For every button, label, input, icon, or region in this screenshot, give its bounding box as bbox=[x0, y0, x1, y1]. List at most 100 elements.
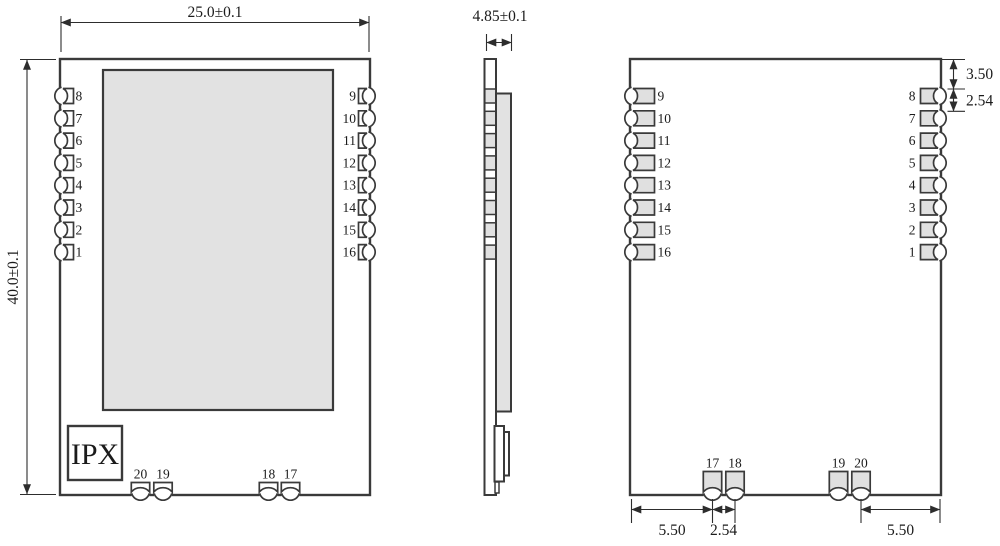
pin-number-12: 12 bbox=[658, 155, 672, 170]
castellation-bump bbox=[53, 197, 62, 218]
fv-right-pins-pin-16: 16 bbox=[343, 242, 377, 262]
pin-pad bbox=[632, 176, 656, 194]
fv-bottom-pins-pin-17: 17 bbox=[280, 467, 301, 502]
castellation-bump bbox=[623, 130, 632, 151]
pin-number-10: 10 bbox=[343, 111, 357, 126]
pin-number-19: 19 bbox=[156, 467, 170, 482]
fv-left-pins-pin-7: 7 bbox=[53, 108, 83, 128]
castellation-bump bbox=[939, 220, 948, 240]
pin-pad bbox=[702, 470, 723, 495]
castellation-bump bbox=[939, 175, 948, 195]
castellation-bump bbox=[53, 220, 62, 240]
bv-left-pins-pin-12: 12 bbox=[623, 153, 672, 173]
side-pad-segment bbox=[484, 110, 497, 127]
pin-number-4: 4 bbox=[909, 178, 916, 193]
side-pad-segment bbox=[484, 132, 497, 149]
pin-number-6: 6 bbox=[76, 133, 83, 148]
pin-pad bbox=[632, 199, 656, 216]
castellation-bump bbox=[623, 153, 632, 173]
pin-pad bbox=[280, 481, 301, 495]
pin-number-20: 20 bbox=[134, 467, 148, 482]
front-shield-can bbox=[101, 68, 335, 412]
fv-bottom-pins-pin-19: 19 bbox=[152, 467, 174, 502]
side-pad-segment bbox=[484, 155, 497, 171]
fv-bottom-pins-pin-20: 20 bbox=[130, 467, 151, 502]
castellation-bump bbox=[53, 108, 62, 128]
bv-bottom-pins-pin-20: 20 bbox=[850, 456, 872, 502]
pin-number-8: 8 bbox=[909, 89, 916, 104]
fv-left-pins-pin-5: 5 bbox=[53, 153, 83, 173]
fv-right-pins-pin-13: 13 bbox=[343, 175, 377, 195]
pin-number-5: 5 bbox=[76, 155, 83, 170]
fv-left-pins-pin-8: 8 bbox=[53, 86, 83, 106]
bv-left-pins-pin-9: 9 bbox=[623, 86, 665, 106]
pin-pad bbox=[850, 470, 872, 495]
fv-left-pins-pin-3: 3 bbox=[53, 197, 83, 218]
bv-right-pins-pin-3: 3 bbox=[909, 197, 948, 218]
pin-number-17: 17 bbox=[706, 456, 720, 471]
pin-pad bbox=[632, 243, 656, 261]
pin-number-13: 13 bbox=[343, 178, 357, 193]
fv-left-pins-pin-1: 1 bbox=[53, 242, 83, 262]
bv-left-pins-pin-16: 16 bbox=[623, 242, 671, 262]
bv-right-pins-pin-6: 6 bbox=[909, 130, 948, 151]
pin-number-12: 12 bbox=[343, 155, 357, 170]
pin-number-2: 2 bbox=[76, 222, 83, 237]
castellation-bump bbox=[368, 86, 377, 106]
fv-right-pins-pin-15: 15 bbox=[343, 220, 377, 240]
pin-number-19: 19 bbox=[832, 456, 846, 471]
pin-pad bbox=[919, 243, 939, 261]
castellation-bump bbox=[939, 108, 948, 128]
pin-number-2: 2 bbox=[909, 222, 916, 237]
pin-pad bbox=[258, 481, 279, 495]
pin-pad bbox=[632, 87, 656, 105]
bv-right-pins-pin-5: 5 bbox=[909, 153, 948, 173]
castellation-bump bbox=[368, 130, 377, 151]
castellation-bump bbox=[623, 197, 632, 218]
pin-number-14: 14 bbox=[343, 200, 357, 215]
pin-pad bbox=[130, 481, 151, 495]
bv-bottom-pins-pin-18: 18 bbox=[724, 456, 746, 502]
castellation-bump bbox=[368, 108, 377, 128]
side-pad-segment bbox=[484, 199, 497, 216]
pin-number-1: 1 bbox=[76, 245, 83, 260]
pin-pad bbox=[632, 221, 656, 239]
castellation-bump bbox=[939, 86, 948, 106]
pin-pad bbox=[919, 176, 939, 194]
bottom-left-dim-text: 5.50 bbox=[658, 522, 685, 539]
pin-pad bbox=[828, 470, 849, 495]
pin-number-6: 6 bbox=[909, 133, 916, 148]
side-pad-segment bbox=[484, 88, 497, 104]
bv-right-pins-pin-8: 8 bbox=[909, 86, 948, 106]
pin-number-10: 10 bbox=[658, 111, 672, 126]
pin-pad bbox=[919, 132, 939, 149]
fv-right-pins-pin-12: 12 bbox=[343, 153, 377, 173]
pin-pad bbox=[632, 109, 656, 127]
castellation-bump bbox=[368, 175, 377, 195]
pin-pad bbox=[357, 87, 368, 105]
pin-number-20: 20 bbox=[854, 456, 868, 471]
pin-pad bbox=[357, 176, 368, 194]
side-bottom-pad bbox=[494, 481, 500, 494]
castellation-bump bbox=[53, 130, 62, 151]
pin-pad bbox=[919, 87, 939, 105]
castellation-bump bbox=[368, 242, 377, 262]
pin-number-17: 17 bbox=[284, 467, 298, 482]
bv-left-pins-pin-14: 14 bbox=[623, 197, 671, 218]
pin-number-15: 15 bbox=[343, 222, 357, 237]
pin-pad bbox=[919, 109, 939, 127]
side-pad-segment bbox=[484, 177, 497, 193]
bottom-right-dim-text: 5.50 bbox=[887, 522, 914, 539]
fv-right-pins-pin-14: 14 bbox=[343, 197, 377, 218]
pin-pad bbox=[357, 243, 368, 261]
bv-bottom-pins-pin-17: 17 bbox=[702, 456, 723, 502]
bv-right-pins-pin-4: 4 bbox=[909, 175, 948, 195]
pin-pad bbox=[152, 481, 174, 495]
